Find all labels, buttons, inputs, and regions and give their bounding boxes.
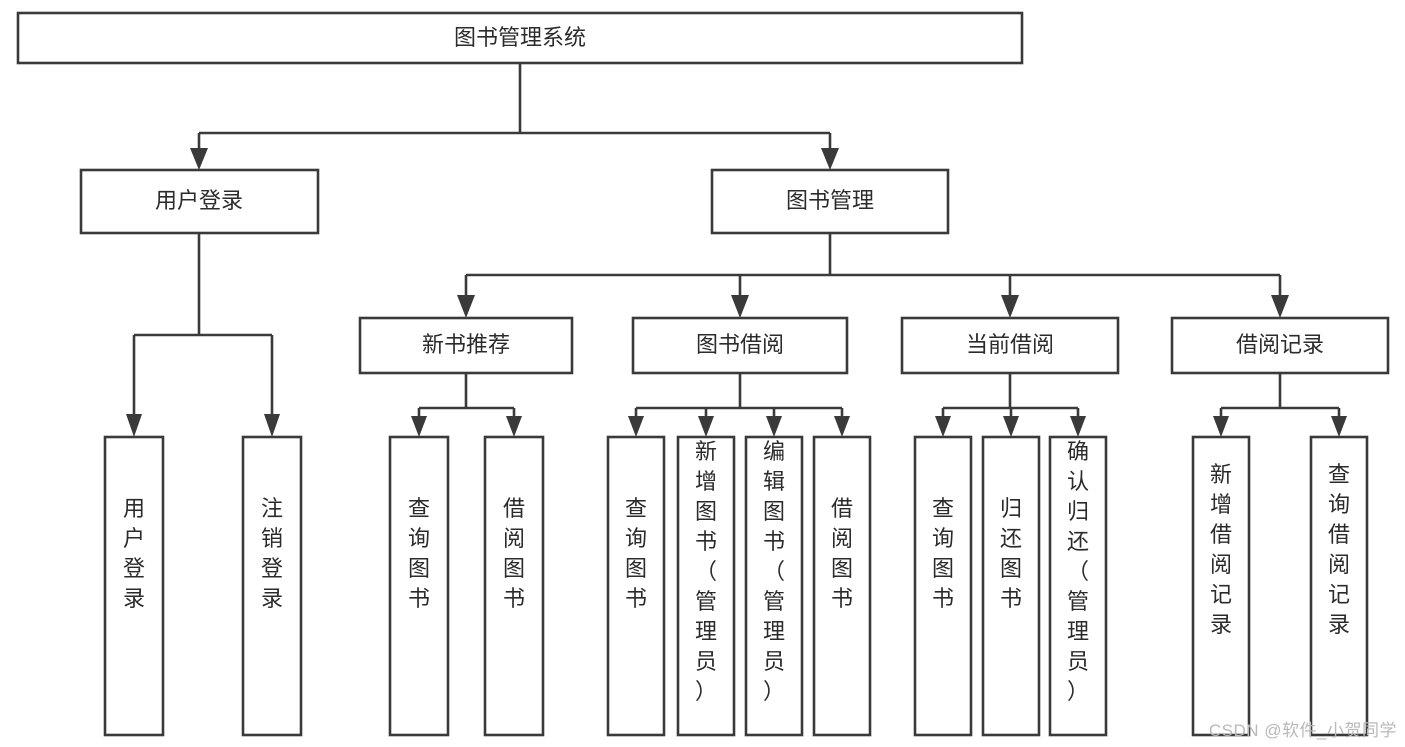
arrow-current-leaf1 — [935, 416, 951, 437]
csdn-watermark: CSDN @软件_小贺同学 — [1208, 721, 1397, 740]
arrow-root-to-login — [190, 148, 208, 170]
leaf-record-query[interactable]: 查询借阅记录 — [1309, 435, 1369, 737]
leaf-new-book-query-box[interactable] — [388, 435, 450, 737]
leaf-user-login-login-label: 用户登录 — [123, 496, 145, 611]
node-book-management-box[interactable] — [710, 168, 950, 235]
connector-group-book-management — [457, 233, 1289, 318]
node-root-label: 图书管理系统 — [454, 25, 586, 50]
node-new-book-recommend-box[interactable] — [358, 316, 574, 375]
leaf-record-add-box[interactable] — [1191, 435, 1251, 737]
arrow-login-leaf2 — [264, 414, 280, 437]
leaf-current-confirm-return[interactable]: 确认归还（管理员） — [1048, 435, 1108, 737]
leaf-current-query-box[interactable] — [913, 435, 973, 737]
leaf-borrow-borrow-book-box[interactable] — [812, 435, 872, 737]
node-user-login-label: 用户登录 — [155, 188, 243, 213]
arrow-borrow-leaf2 — [698, 416, 714, 437]
connector-group-user-login — [126, 233, 280, 437]
leaf-current-return-label: 归还图书 — [1000, 496, 1022, 611]
leaf-user-login-login-box[interactable] — [103, 435, 165, 737]
arrow-bookmgmt-to-newbook — [457, 295, 475, 318]
leaf-new-book-borrow[interactable]: 借阅图书 — [483, 435, 545, 737]
leaf-new-book-borrow-label: 借阅图书 — [503, 496, 525, 611]
node-borrow-record-label: 借阅记录 — [1236, 332, 1324, 357]
leaf-current-confirm-return-box[interactable] — [1048, 435, 1108, 737]
leaf-borrow-edit-book-label: 编辑图书（管理员） — [763, 439, 785, 704]
arrow-current-leaf3 — [1070, 416, 1086, 437]
leaf-record-query-label: 查询借阅记录 — [1328, 462, 1350, 637]
arrow-newbook-leaf2 — [506, 416, 522, 437]
node-borrow-record[interactable]: 借阅记录 — [1170, 316, 1390, 375]
connector-group-new-book — [411, 373, 522, 437]
node-root-box[interactable] — [16, 11, 1024, 65]
leaf-borrow-borrow-book[interactable]: 借阅图书 — [812, 435, 872, 737]
node-current-borrow[interactable]: 当前借阅 — [900, 316, 1120, 375]
leaf-borrow-query[interactable]: 查询图书 — [606, 435, 666, 737]
node-user-login-box[interactable] — [79, 168, 320, 235]
arrow-record-leaf1 — [1213, 416, 1229, 437]
arrow-bookmgmt-to-record — [1271, 295, 1289, 318]
leaf-borrow-edit-book-box[interactable] — [744, 435, 804, 737]
leaf-record-add[interactable]: 新增借阅记录 — [1191, 435, 1251, 737]
leaf-borrow-add-book-box[interactable] — [676, 435, 736, 737]
node-borrow-record-box[interactable] — [1170, 316, 1390, 375]
node-new-book-recommend-label: 新书推荐 — [422, 332, 510, 357]
arrow-record-leaf2 — [1331, 416, 1347, 437]
leaf-user-login-logout[interactable]: 注销登录 — [241, 435, 303, 737]
leaf-current-query[interactable]: 查询图书 — [913, 435, 973, 737]
connector-group-root — [190, 63, 839, 170]
node-current-borrow-label: 当前借阅 — [966, 332, 1054, 357]
arrow-newbook-leaf1 — [411, 416, 427, 437]
node-new-book-recommend[interactable]: 新书推荐 — [358, 316, 574, 375]
arrow-bookmgmt-to-current — [1001, 295, 1019, 318]
arrow-borrow-leaf3 — [766, 416, 782, 437]
leaf-current-return[interactable]: 归还图书 — [981, 435, 1041, 737]
node-user-login[interactable]: 用户登录 — [79, 168, 320, 235]
leaf-current-confirm-return-label: 确认归还（管理员） — [1067, 439, 1089, 704]
node-book-management-label: 图书管理 — [786, 188, 874, 213]
arrow-bookmgmt-to-borrow — [731, 295, 749, 318]
arrow-root-to-bookmgmt — [821, 148, 839, 170]
arrow-borrow-leaf1 — [628, 416, 644, 437]
leaf-record-add-label: 新增借阅记录 — [1210, 462, 1232, 637]
node-book-borrow[interactable]: 图书借阅 — [631, 316, 849, 375]
leaf-new-book-borrow-box[interactable] — [483, 435, 545, 737]
node-book-management[interactable]: 图书管理 — [710, 168, 950, 235]
arrow-login-leaf1 — [126, 414, 142, 437]
leaf-new-book-query-label: 查询图书 — [408, 496, 430, 611]
node-book-borrow-label: 图书借阅 — [696, 332, 784, 357]
leaf-borrow-borrow-book-label: 借阅图书 — [831, 496, 853, 611]
node-current-borrow-box[interactable] — [900, 316, 1120, 375]
leaf-user-login-logout-box[interactable] — [241, 435, 303, 737]
node-book-borrow-box[interactable] — [631, 316, 849, 375]
leaf-borrow-query-label: 查询图书 — [625, 496, 647, 611]
connector-group-current-borrow — [935, 373, 1086, 437]
node-root[interactable]: 图书管理系统 — [16, 11, 1024, 65]
leaf-record-query-box[interactable] — [1309, 435, 1369, 737]
leaf-current-query-label: 查询图书 — [932, 496, 954, 611]
arrow-borrow-leaf4 — [834, 416, 850, 437]
leaf-borrow-query-box[interactable] — [606, 435, 666, 737]
connector-group-book-borrow — [628, 373, 850, 437]
leaf-user-login-logout-label: 注销登录 — [261, 496, 283, 611]
leaf-borrow-add-book-label: 新增图书（管理员） — [695, 439, 717, 704]
leaf-new-book-query[interactable]: 查询图书 — [388, 435, 450, 737]
leaf-borrow-edit-book[interactable]: 编辑图书（管理员） — [744, 435, 804, 737]
connector-group-borrow-record — [1213, 373, 1347, 437]
leaf-current-return-box[interactable] — [981, 435, 1041, 737]
leaf-user-login-login[interactable]: 用户登录 — [103, 435, 165, 737]
arrow-current-leaf2 — [1003, 416, 1019, 437]
leaf-borrow-add-book[interactable]: 新增图书（管理员） — [676, 435, 736, 737]
